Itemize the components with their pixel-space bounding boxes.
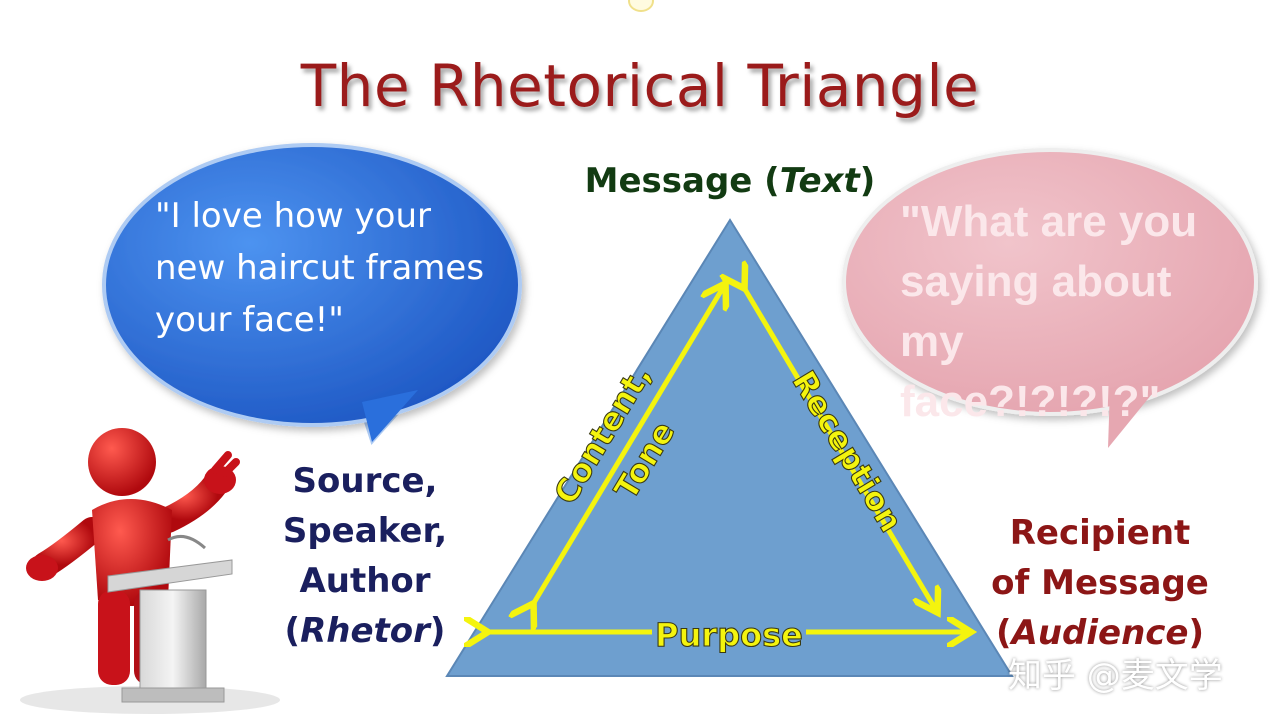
vertex-label-source-line3: Author [299, 561, 431, 601]
vertex-label-source-line1: Source, [292, 461, 438, 501]
bubble-left-line3: your face!" [155, 300, 344, 340]
podium-icon [107, 534, 233, 703]
bubble-right-line3: face?!?!?!?" [900, 377, 1161, 426]
vertex-label-recipient-em: Audience [1011, 613, 1189, 653]
vertex-label-recipient-post: ) [1188, 613, 1205, 653]
arrow-left-edge [532, 286, 724, 606]
bubble-left-line2: new haircut frames [155, 248, 485, 288]
watermark: 知乎 @麦文学 [1008, 656, 1223, 696]
vertex-label-recipient: Recipient of Message (Audience) [980, 508, 1220, 658]
vertex-label-source-line4: (Rhetor) [270, 606, 460, 656]
vertex-label-message-pre: Message ( [584, 161, 780, 201]
bubble-right-line2: saying about my [900, 257, 1172, 366]
vertex-label-recipient-line2: of Message [991, 563, 1209, 603]
speech-bubble-right-text: "What are you saying about my face?!?!?!… [900, 192, 1240, 432]
vertex-label-message-post: ) [859, 161, 876, 201]
vertex-label-recipient-line1: Recipient [1009, 513, 1191, 553]
edge-label-bottom: Purpose [655, 616, 803, 654]
bubble-right-line1: "What are you [900, 197, 1198, 246]
arrow-right-edge [743, 286, 936, 610]
vertex-label-source-em: Rhetor [300, 611, 430, 651]
speech-bubble-left-text: "I love how your new haircut frames your… [155, 190, 515, 346]
vertex-label-recipient-pre: ( [995, 613, 1012, 653]
vertex-label-source-line2: Speaker, [282, 511, 448, 551]
bubble-left-line1: "I love how your [155, 196, 431, 236]
speech-bubble-left [102, 143, 522, 445]
vertex-label-message: Message (Text) [560, 156, 900, 206]
vertex-label-message-em: Text [779, 161, 860, 201]
page-title: The Rhetorical Triangle [300, 52, 980, 120]
vertex-label-source-pre: ( [284, 611, 301, 651]
vertex-label-source: Source, Speaker, Author (Rhetor) [270, 456, 460, 656]
vertex-label-source-post: ) [429, 611, 446, 651]
vertex-label-recipient-line3: (Audience) [980, 608, 1220, 658]
